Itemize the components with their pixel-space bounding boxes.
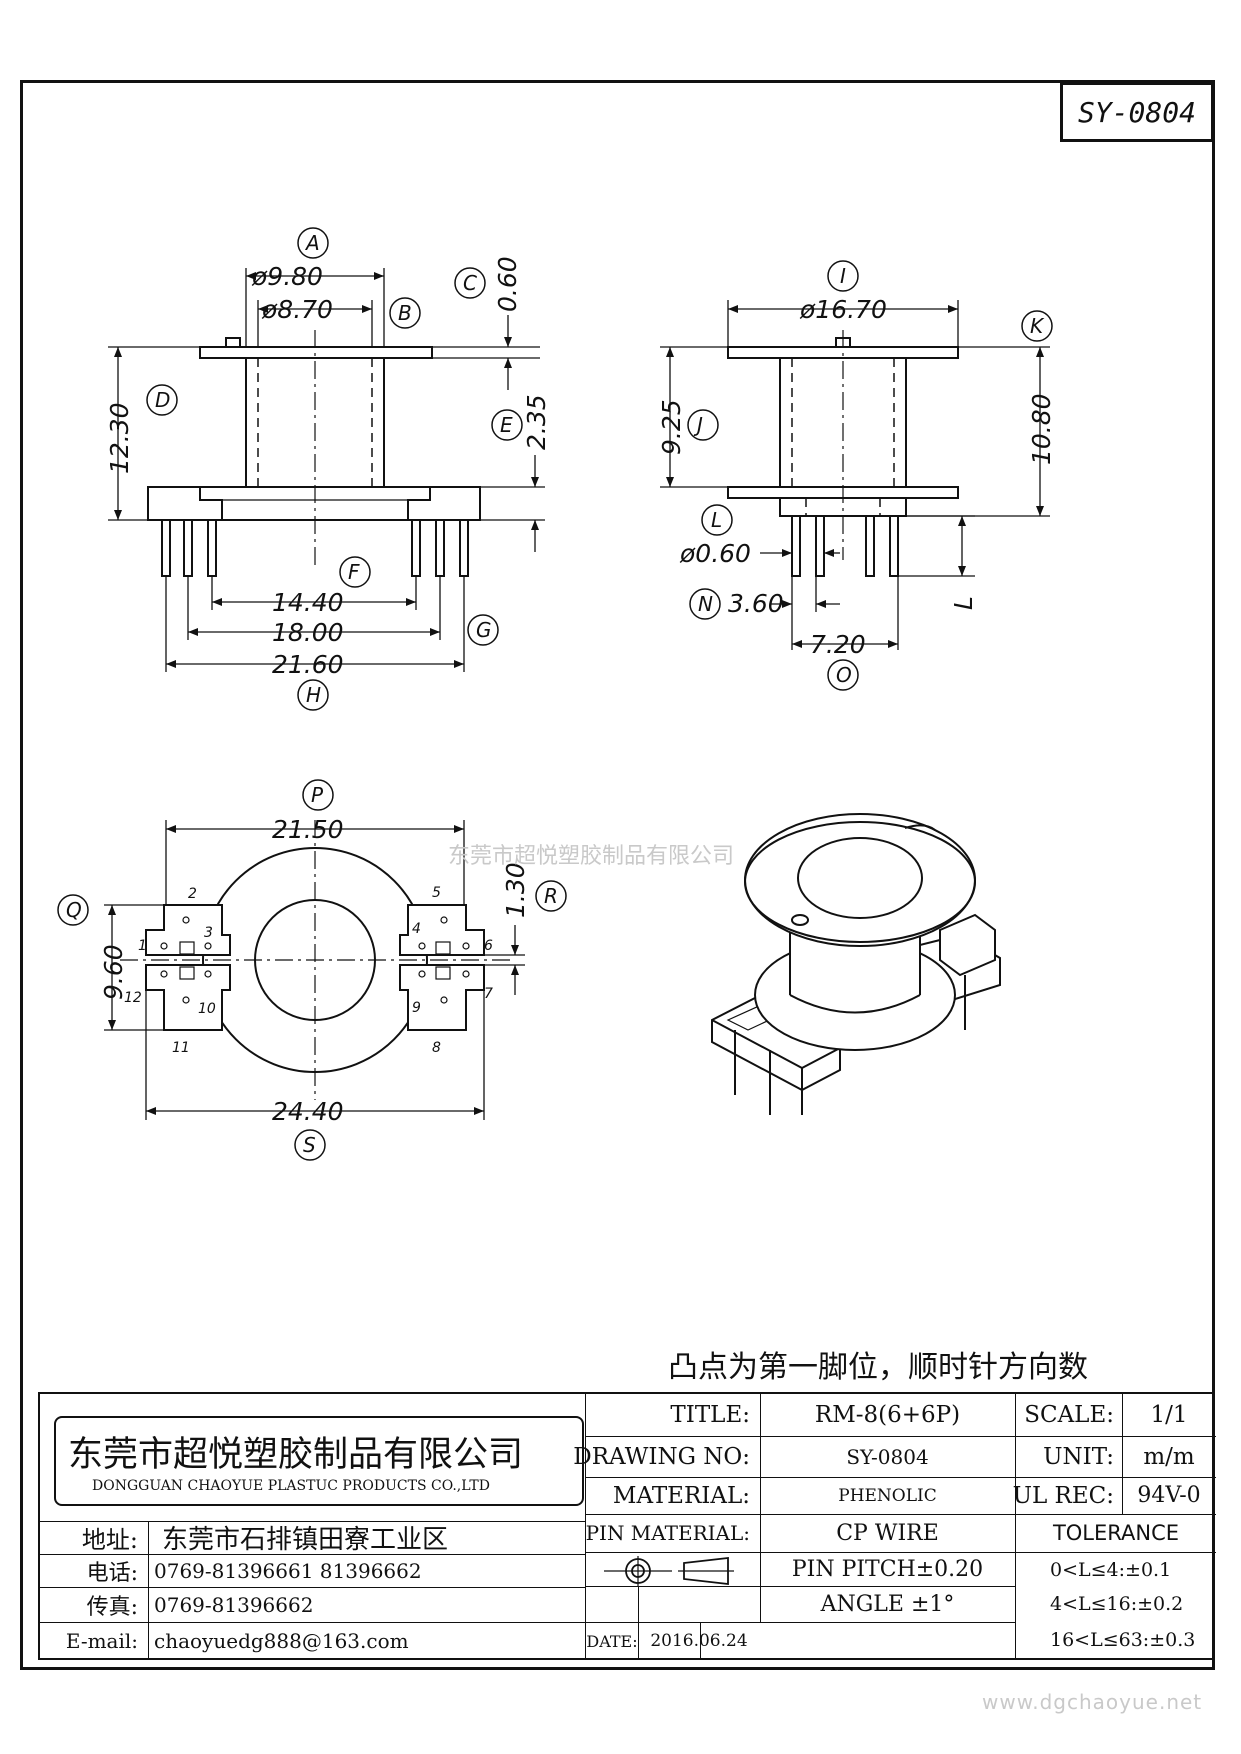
pin-material-label: PIN MATERIAL:	[585, 1521, 750, 1545]
pin-12: 12	[124, 990, 142, 1006]
callout-f: F	[348, 560, 360, 584]
callout-i: I	[840, 264, 846, 288]
address-label: 地址:	[81, 1526, 138, 1554]
scale-label: SCALE:	[1024, 1402, 1114, 1428]
fax-value: 0769-81396662	[154, 1592, 314, 1617]
tel-value: 0769-81396661 81396662	[154, 1558, 422, 1583]
isometric-view	[711, 813, 1001, 1115]
callout-d: D	[155, 388, 170, 412]
dim-q: 9.60	[99, 944, 128, 1000]
callout-p: P	[311, 783, 324, 807]
dim-l: ø0.60	[679, 539, 751, 568]
tel-label: 电话:	[86, 1560, 138, 1586]
date-label: DATE:	[586, 1631, 638, 1651]
dim-b: ø8.70	[261, 295, 333, 324]
pin-6: 6	[484, 938, 493, 954]
pin-order-note: 凸点为第一脚位，顺时针方向数	[668, 1350, 1088, 1385]
callout-l: L	[711, 508, 722, 532]
pin-3: 3	[204, 925, 213, 941]
title-label: TITLE:	[670, 1402, 750, 1428]
dim-g: 18.00	[272, 618, 344, 647]
pin-4: 4	[412, 921, 421, 937]
callout-q: Q	[66, 898, 82, 922]
dim-l-pin-length: L	[949, 596, 978, 610]
unit-value: m/m	[1143, 1443, 1195, 1470]
ul-rec-value: 94V-0	[1137, 1483, 1201, 1508]
pin-11: 11	[172, 1040, 190, 1056]
address-value: 东莞市石排镇田寮工业区	[162, 1525, 449, 1555]
pin-pitch-value: PIN PITCH±0.20	[791, 1556, 984, 1582]
callout-h: H	[306, 683, 321, 707]
title-block: 东莞市超悦塑胶制品有限公司 DONGGUAN CHAOYUE PLASTUC P…	[38, 1392, 1216, 1660]
dim-d: 12.30	[105, 402, 134, 474]
material-label: MATERIAL:	[612, 1482, 750, 1509]
title-value: RM-8(6+6P)	[814, 1402, 961, 1428]
dim-e: 2.35	[522, 394, 551, 450]
fax-label: 传真:	[86, 1594, 138, 1620]
callout-n: N	[698, 592, 713, 616]
callout-r: R	[544, 884, 558, 908]
tolerance-range-3: 16<L≤63:±0.3	[1050, 1629, 1196, 1651]
tolerance-range-1: 0<L≤4:±0.1	[1050, 1559, 1172, 1581]
dim-r: 1.30	[501, 862, 530, 918]
pin-8: 8	[432, 1040, 441, 1056]
callout-o: O	[836, 663, 852, 687]
dim-p: 21.50	[272, 815, 344, 844]
email-value: chaoyuedg888@163.com	[154, 1629, 409, 1653]
callout-c: C	[463, 271, 477, 295]
callout-j: J	[693, 413, 703, 437]
model-number-badge: SY-0804	[1060, 82, 1214, 142]
side-view: ø16.70 I 9.25 J 10.80 K ø0.60 L L 3.60 N	[657, 260, 1056, 691]
ul-rec-label: UL REC:	[1012, 1482, 1114, 1509]
front-view: ø9.80 A ø8.70 B 0.60 C 12.30 D 2.35 E 14…	[105, 227, 551, 711]
dim-o: 7.20	[810, 630, 866, 659]
tolerance-range-2: 4<L≤16:±0.2	[1050, 1593, 1184, 1615]
company-name-cn: 东莞市超悦塑胶制品有限公司	[68, 1435, 524, 1475]
callout-e: E	[500, 413, 513, 437]
pin-5: 5	[432, 885, 441, 901]
callout-k: K	[1030, 314, 1045, 338]
dim-i: ø16.70	[799, 295, 887, 324]
dim-a: ø9.80	[251, 262, 323, 291]
pin-2: 2	[188, 886, 197, 902]
dim-k: 10.80	[1027, 393, 1056, 465]
pin-material-value: CP WIRE	[836, 1520, 939, 1546]
drawing-no-value: SY-0804	[846, 1444, 929, 1469]
tolerance-label: TOLERANCE	[1052, 1521, 1180, 1545]
dim-f: 14.40	[272, 588, 344, 617]
drawing-frame	[20, 80, 1215, 1670]
pin-1: 1	[138, 938, 147, 954]
footer-website: www.dgchaoyue.net	[982, 1690, 1203, 1714]
projection-symbol-icon	[604, 1556, 734, 1586]
unit-label: UNIT:	[1043, 1443, 1114, 1470]
scale-value: 1/1	[1150, 1402, 1188, 1428]
dim-j: 9.25	[657, 399, 686, 455]
dim-c: 0.60	[493, 256, 522, 312]
angle-value: ANGLE ±1°	[820, 1591, 955, 1617]
pin-9: 9	[412, 1000, 421, 1016]
company-name-box: 东莞市超悦塑胶制品有限公司 DONGGUAN CHAOYUE PLASTUC P…	[54, 1416, 584, 1506]
callout-g: G	[476, 618, 492, 642]
date-value: 2016.06.24	[650, 1631, 748, 1651]
pin-10: 10	[198, 1001, 216, 1017]
bottom-view: 1 2 3 4 5 6 7 8 9 10 11 12 21.50 P 9.60 …	[57, 779, 567, 1161]
email-label: E-mail:	[65, 1629, 138, 1653]
company-name-en: DONGGUAN CHAOYUE PLASTUC PRODUCTS CO.,LT…	[92, 1478, 490, 1494]
drawing-no-label: DRAWING NO:	[573, 1443, 750, 1470]
dim-h: 21.60	[272, 650, 344, 679]
callout-s: S	[303, 1133, 316, 1157]
material-value: PHENOLIC	[838, 1485, 937, 1506]
callout-b: B	[398, 301, 412, 325]
watermark-text: 东莞市超悦塑胶制品有限公司	[448, 844, 735, 869]
callout-a: A	[304, 231, 320, 255]
dim-s: 24.40	[272, 1097, 344, 1126]
pin-7: 7	[484, 986, 493, 1002]
dim-n: 3.60	[728, 589, 784, 618]
